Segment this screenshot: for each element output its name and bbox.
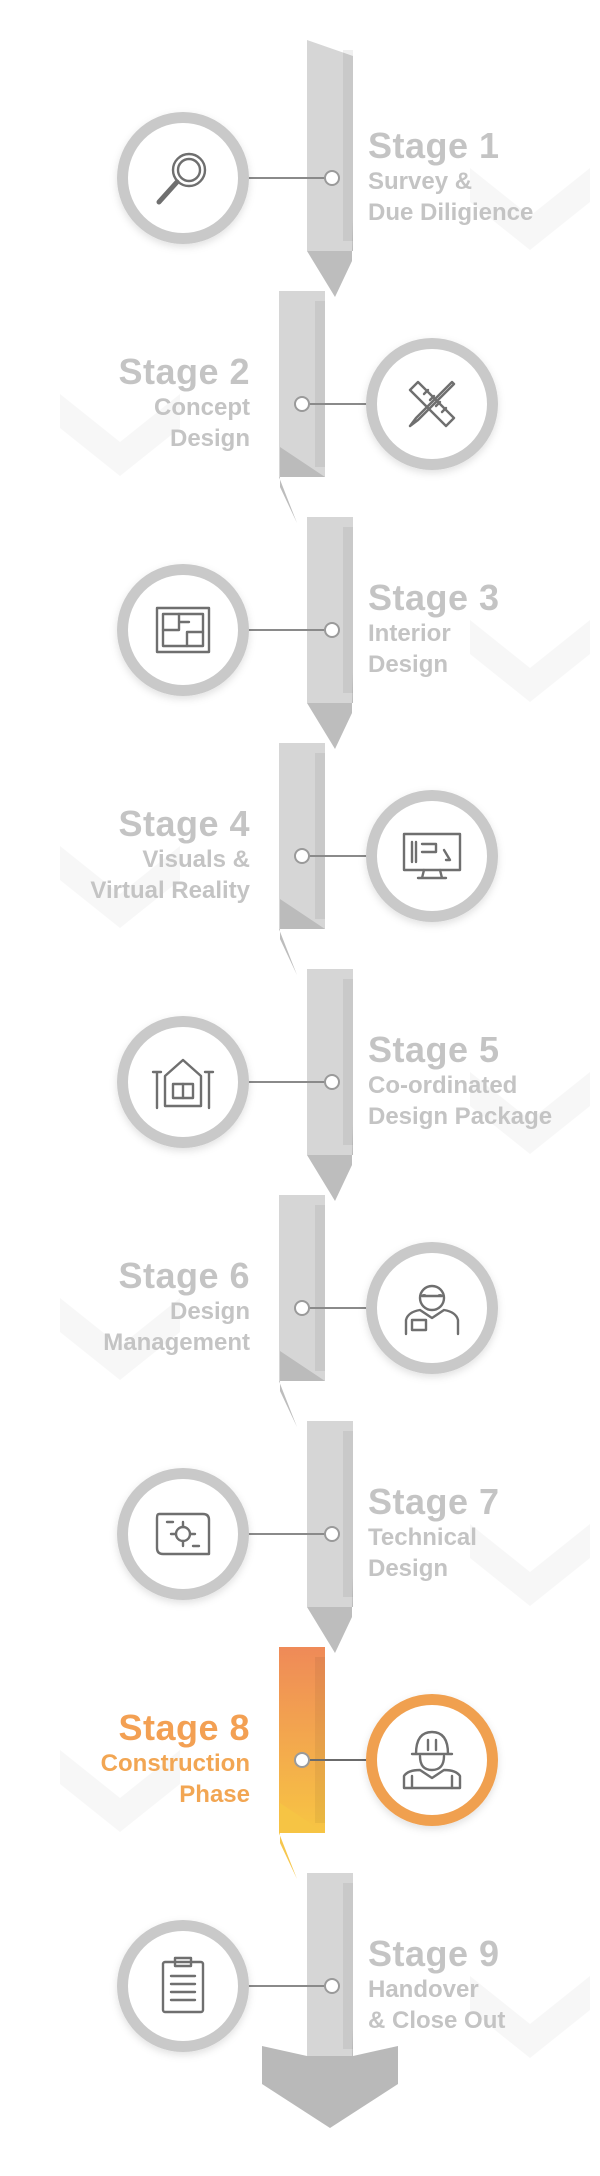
stage-title: Stage 5: [368, 1029, 500, 1070]
construction-worker-icon: [402, 1730, 462, 1790]
stage-title: Stage 2: [118, 351, 250, 392]
stage-circle: [117, 564, 249, 696]
spine-segment: [279, 743, 325, 975]
stage-title: Stage 4: [118, 803, 250, 844]
background-chevron: [470, 620, 590, 702]
building-elevation-icon: [151, 1058, 215, 1110]
stage-description-line: Design: [368, 651, 449, 678]
stage-circle: [117, 1016, 249, 1148]
stage-description-line: Design Package: [368, 1103, 553, 1130]
stage-description-line: Concept: [154, 394, 250, 421]
stage-description-line: Due Diligience: [368, 199, 534, 226]
stage-title: Stage 9: [368, 1933, 500, 1974]
stage-circle: [366, 1242, 498, 1374]
stage-description-line: Survey &: [368, 168, 473, 195]
manager-icon: [404, 1284, 460, 1336]
stage-title: Stage 8: [118, 1707, 250, 1748]
stage-circle: [366, 1694, 498, 1826]
background-chevron: [470, 1976, 590, 2058]
spine-node-dot: [324, 1978, 340, 1994]
stage-description-line: Design: [368, 1555, 449, 1582]
timeline-spine: [262, 40, 398, 2128]
stage-description-line: Interior: [368, 620, 451, 647]
stage-title: Stage 3: [368, 577, 500, 618]
floor-plan-icon: [155, 606, 211, 654]
spine-segment: [279, 1195, 325, 1427]
connectors: [245, 170, 370, 1994]
stage-circle: [366, 790, 498, 922]
spine-node-dot: [324, 1074, 340, 1090]
stage-description-line: Design: [169, 1298, 250, 1325]
stage-description-line: Design: [169, 425, 250, 452]
stage-description-line: Visuals &: [142, 846, 250, 873]
background-chevron: [470, 1072, 590, 1154]
magnifier-icon: [156, 152, 207, 205]
background-chevron: [470, 168, 590, 250]
spine-node-dot: [324, 170, 340, 186]
spine-node-dot: [324, 622, 340, 638]
spine-segment: [307, 969, 353, 1201]
spine-segment: [307, 40, 353, 297]
stage-circle: [117, 1468, 249, 1600]
spine-node-dot: [294, 848, 310, 864]
background-chevrons: [60, 168, 590, 2058]
pencil-ruler-icon: [408, 380, 456, 428]
spine-segment: [307, 1421, 353, 1653]
background-chevron: [60, 394, 180, 476]
background-chevron: [60, 1750, 180, 1832]
stage-description-line: Phase: [179, 1781, 250, 1808]
spine-segment: [279, 291, 325, 523]
stage-circle: [366, 338, 498, 470]
stage-description-line: Technical: [368, 1524, 477, 1551]
spine-node-dot: [294, 1300, 310, 1316]
background-chevron: [470, 1524, 590, 1606]
spine-node-dot: [294, 1752, 310, 1768]
blueprint-icon: [155, 1512, 211, 1556]
background-chevron: [60, 1298, 180, 1380]
stage-title: Stage 7: [368, 1481, 500, 1522]
stage-description-line: Virtual Reality: [90, 877, 250, 904]
stage-circles: [117, 112, 498, 2052]
monitor-design-icon: [402, 832, 462, 880]
stage-circle: [117, 1920, 249, 2052]
stage-description-line: Construction: [100, 1750, 250, 1777]
spine-node-dot: [294, 396, 310, 412]
stage-description-line: Co-ordinated: [368, 1072, 518, 1099]
background-chevron: [60, 846, 180, 928]
spine-segment: [279, 1647, 325, 1879]
stage-title: Stage 6: [118, 1255, 250, 1296]
spine-segment: [307, 517, 353, 749]
spine-end-chevron: [262, 2046, 398, 2128]
stage-title: Stage 1: [368, 125, 500, 166]
clipboard-icon: [161, 1956, 205, 2014]
stage-description-line: Handover: [368, 1976, 479, 2003]
spine-node-dot: [324, 1526, 340, 1542]
stage-description-line: Management: [103, 1329, 250, 1356]
stage-description-line: & Close Out: [368, 2007, 506, 2034]
